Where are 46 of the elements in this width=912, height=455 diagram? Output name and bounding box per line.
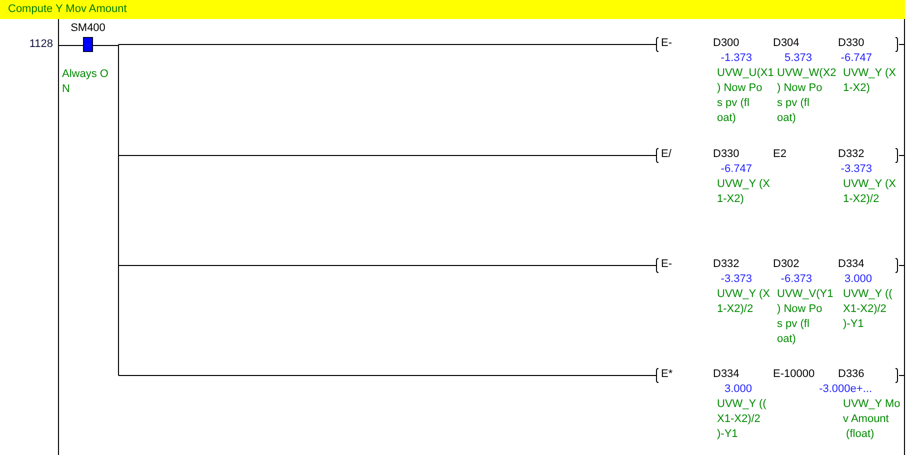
current-value: -6.747 xyxy=(720,162,752,177)
rung-wire xyxy=(898,265,904,266)
device-comment: UVW_Y (X1-X2) xyxy=(717,177,770,207)
current-value: -3.373 xyxy=(840,162,872,177)
device-comment: UVW_Y ((X1-X2)/2)-Y1 xyxy=(717,397,766,442)
operand-name: D334 xyxy=(713,367,740,382)
device-comment: UVW_Y (X1-X2)/2 xyxy=(717,287,770,317)
current-value: 5.373 xyxy=(784,51,812,66)
instruction-mnemonic: E- xyxy=(661,36,672,51)
device-comment: UVW_W(X2) Now Pos pv (float) xyxy=(777,66,836,126)
instruction-mnemonic: E* xyxy=(661,367,673,382)
device-comment: UVW_Y Mov Amount (float) xyxy=(843,397,900,442)
operand-name: E2 xyxy=(773,147,786,162)
operand-name: E-10000 xyxy=(773,367,815,382)
rung-wire xyxy=(58,45,84,46)
device-comment: UVW_Y (X1-X2)/2 xyxy=(843,177,896,207)
device-address: SM400 xyxy=(70,21,106,36)
current-value: -3.000e+... xyxy=(819,382,872,397)
rung-wire xyxy=(898,155,904,156)
current-value: 3.000 xyxy=(844,272,872,287)
rung-wire xyxy=(898,44,904,45)
operand-name: D330 xyxy=(838,36,864,51)
rung-number: 1128 xyxy=(29,37,53,52)
operand-name: D336 xyxy=(838,367,864,382)
operand-name: D300 xyxy=(713,36,740,51)
operand-name: D302 xyxy=(773,257,800,272)
device-comment: UVW_Y ((X1-X2)/2)-Y1 xyxy=(843,287,892,332)
operand-name: D334 xyxy=(838,257,864,272)
current-value: -3.373 xyxy=(720,272,752,287)
device-comment: UVW_V(Y1) Now Pos pv (float) xyxy=(777,287,834,347)
operand-name: D332 xyxy=(713,257,740,272)
rung-wire xyxy=(898,375,904,376)
current-value: -6.373 xyxy=(780,272,812,287)
device-comment: UVW_U(X1) Now Pos pv (float) xyxy=(717,66,774,126)
device-comment: UVW_Y (X1-X2) xyxy=(843,66,896,96)
operand-name: D330 xyxy=(713,147,740,162)
instruction-mnemonic: E- xyxy=(661,257,672,272)
device-comment: Always ON xyxy=(62,67,108,97)
operand-name: D304 xyxy=(773,36,800,51)
statement-banner: Compute Y Mov Amount xyxy=(0,0,905,19)
instruction-mnemonic: E/ xyxy=(661,147,672,162)
current-value: 3.000 xyxy=(724,382,752,397)
current-value: -6.747 xyxy=(840,51,872,66)
rung-wire xyxy=(92,44,652,376)
current-value: -1.373 xyxy=(720,51,752,66)
operand-name: D332 xyxy=(838,147,864,162)
